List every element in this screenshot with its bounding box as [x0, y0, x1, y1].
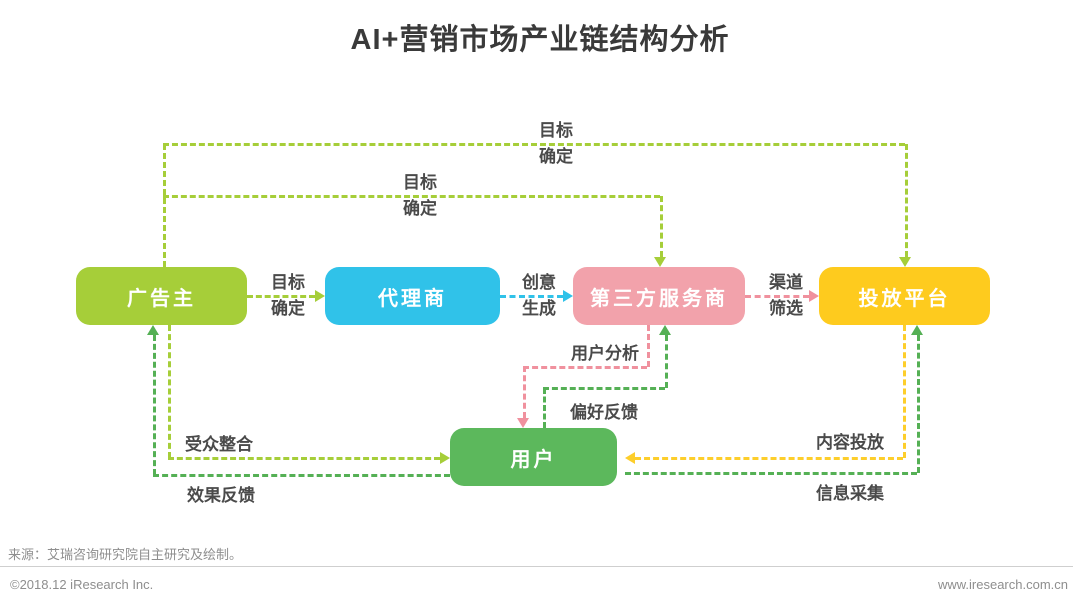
edge-preference-horizontal: [543, 387, 665, 390]
edge-preference-right-vertical: [665, 335, 668, 388]
edge-label-audience-integration: 受众整合: [185, 435, 253, 454]
edge-content-arrow-left-icon: [625, 452, 635, 464]
edge-label-goal-top-inner-line1: 目标: [403, 173, 437, 192]
edge-content-vertical: [903, 325, 906, 458]
edge-goal-mid-horizontal: [247, 295, 315, 298]
node-third-party: 第三方服务商: [573, 267, 745, 325]
edge-channel-arrow-right-icon: [809, 290, 819, 302]
edge-goal-outer-left-vertical: [163, 144, 166, 267]
edge-channel-horizontal: [745, 295, 809, 298]
source-note: 来源：艾瑞咨询研究院自主研究及绘制。: [8, 547, 243, 562]
footer-divider: [0, 566, 1073, 567]
page-title: AI+营销市场产业链结构分析: [350, 24, 730, 56]
edge-label-goal-top-outer-line1: 目标: [539, 121, 573, 140]
edge-effect-horizontal: [153, 474, 450, 477]
node-platform: 投放平台: [819, 267, 990, 325]
edge-content-horizontal: [635, 457, 903, 460]
edge-audience-arrow-right-icon: [440, 452, 450, 464]
edge-label-goal-top-inner: 目标 确定: [403, 170, 437, 222]
edge-label-goal-mid-line1: 目标: [271, 273, 305, 292]
edge-label-creative-line2: 生成: [522, 299, 556, 318]
edge-info-horizontal: [625, 472, 917, 475]
edge-label-goal-mid-line2: 确定: [271, 299, 305, 318]
edge-goal-mid-arrow-right-icon: [315, 290, 325, 302]
edge-goal-inner-vertical: [660, 196, 663, 257]
edge-label-channel: 渠道 筛选: [769, 270, 803, 322]
edge-label-info-collection: 信息采集: [816, 484, 884, 503]
edge-analysis-arrow-down-icon: [517, 418, 529, 428]
edge-label-goal-top-outer: 目标 确定: [539, 118, 573, 170]
edge-label-effect-feedback: 效果反馈: [187, 486, 255, 505]
node-user: 用户: [450, 428, 617, 486]
edge-label-user-analysis: 用户分析: [571, 344, 639, 363]
edge-goal-outer-horizontal: [163, 143, 905, 146]
edge-label-preference-feedback: 偏好反馈: [570, 403, 638, 422]
copyright-text: ©2018.12 iResearch Inc.: [10, 577, 154, 592]
edge-label-goal-mid: 目标 确定: [271, 270, 305, 322]
edge-analysis-horizontal: [523, 366, 647, 369]
edge-effect-arrow-up-icon: [147, 325, 159, 335]
node-agency: 代理商: [325, 267, 500, 325]
edge-audience-horizontal: [168, 457, 440, 460]
edge-label-goal-top-outer-line2: 确定: [539, 147, 573, 166]
edge-analysis-left-vertical: [523, 366, 526, 418]
edge-label-channel-line2: 筛选: [769, 299, 803, 318]
edge-label-goal-top-inner-line2: 确定: [403, 199, 437, 218]
edge-creative-horizontal: [500, 295, 563, 298]
edge-goal-inner-horizontal: [163, 195, 660, 198]
edge-preference-left-vertical: [543, 388, 546, 428]
edge-goal-inner-arrow-down-icon: [654, 257, 666, 267]
edge-label-channel-line1: 渠道: [769, 273, 803, 292]
edge-goal-outer-arrow-down-icon: [899, 257, 911, 267]
edge-label-creative: 创意 生成: [522, 270, 556, 322]
edge-analysis-right-vertical: [647, 325, 650, 367]
edge-label-content-placement: 内容投放: [816, 433, 884, 452]
website-text: www.iresearch.com.cn: [937, 577, 1068, 592]
edge-audience-vertical: [168, 325, 171, 458]
edge-info-arrow-up-icon: [911, 325, 923, 335]
edge-preference-arrow-up-icon: [659, 325, 671, 335]
edge-creative-arrow-right-icon: [563, 290, 573, 302]
edge-effect-vertical: [153, 335, 156, 475]
edge-goal-outer-right-vertical: [905, 144, 908, 257]
edge-label-creative-line1: 创意: [522, 273, 556, 292]
edge-info-vertical: [917, 335, 920, 473]
node-advertiser: 广告主: [76, 267, 247, 325]
